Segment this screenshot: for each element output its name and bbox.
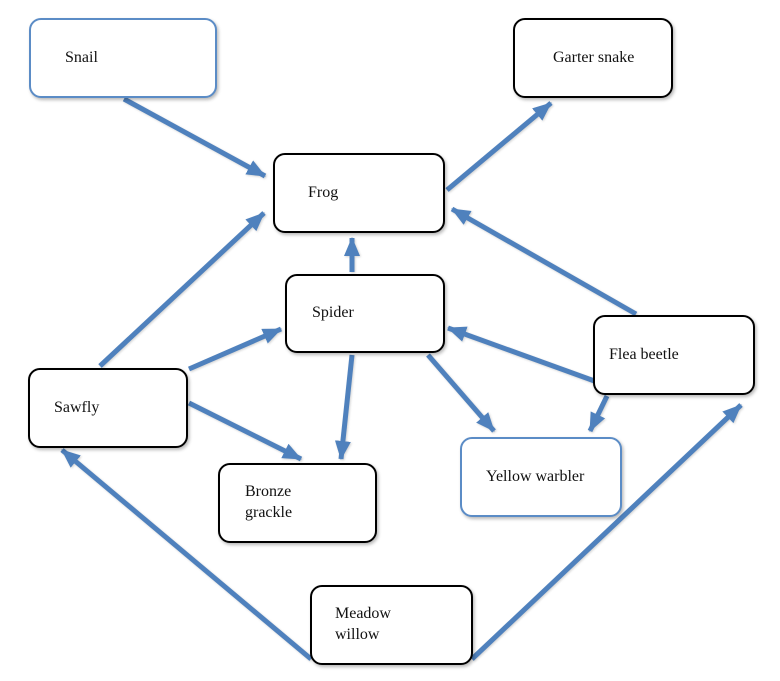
node-flea-beetle[interactable]: Flea beetle bbox=[593, 315, 755, 395]
arrow-sawfly-to-bronze-grackle bbox=[187, 400, 303, 462]
arrow-frog-to-garter-snake bbox=[445, 101, 553, 192]
arrow-snail-to-frog bbox=[122, 96, 267, 179]
node-sawfly-label: Sawfly bbox=[54, 398, 100, 416]
node-yellow-warbler[interactable]: Yellow warbler bbox=[460, 437, 622, 517]
node-snail-label: Snail bbox=[65, 48, 98, 66]
node-bronze-grackle-label: Bronze grackle bbox=[245, 483, 293, 521]
node-garter-snake[interactable]: Garter snake bbox=[513, 18, 673, 98]
arrow-meadow-willow-to-flea-beetle bbox=[470, 403, 743, 661]
node-meadow-willow[interactable]: Meadow willow bbox=[310, 585, 473, 665]
arrow-flea-beetle-to-yellow-warbler bbox=[587, 394, 610, 433]
node-meadow-willow-label: Meadow willow bbox=[335, 605, 391, 643]
arrow-flea-beetle-to-frog bbox=[450, 206, 638, 317]
node-yellow-warbler-label: Yellow warbler bbox=[486, 467, 585, 485]
node-sawfly[interactable]: Sawfly bbox=[28, 368, 188, 448]
arrow-sawfly-to-frog bbox=[98, 211, 266, 368]
node-snail[interactable]: Snail bbox=[29, 18, 217, 98]
arrow-spider-to-bronze-grackle bbox=[334, 354, 355, 460]
arrow-meadow-willow-to-sawfly bbox=[60, 448, 313, 661]
node-spider-label: Spider bbox=[312, 304, 354, 322]
node-frog[interactable]: Frog bbox=[273, 153, 445, 233]
arrow-sawfly-to-spider bbox=[188, 326, 282, 372]
node-spider[interactable]: Spider bbox=[285, 274, 445, 353]
arrow-spider-to-yellow-warbler bbox=[426, 353, 496, 433]
node-frog-label: Frog bbox=[308, 183, 339, 201]
node-flea-beetle-label: Flea beetle bbox=[609, 345, 679, 363]
arrow-flea-beetle-to-spider bbox=[447, 325, 601, 386]
node-bronze-grackle[interactable]: Bronze grackle bbox=[218, 463, 377, 543]
node-garter-snake-label: Garter snake bbox=[553, 48, 635, 66]
